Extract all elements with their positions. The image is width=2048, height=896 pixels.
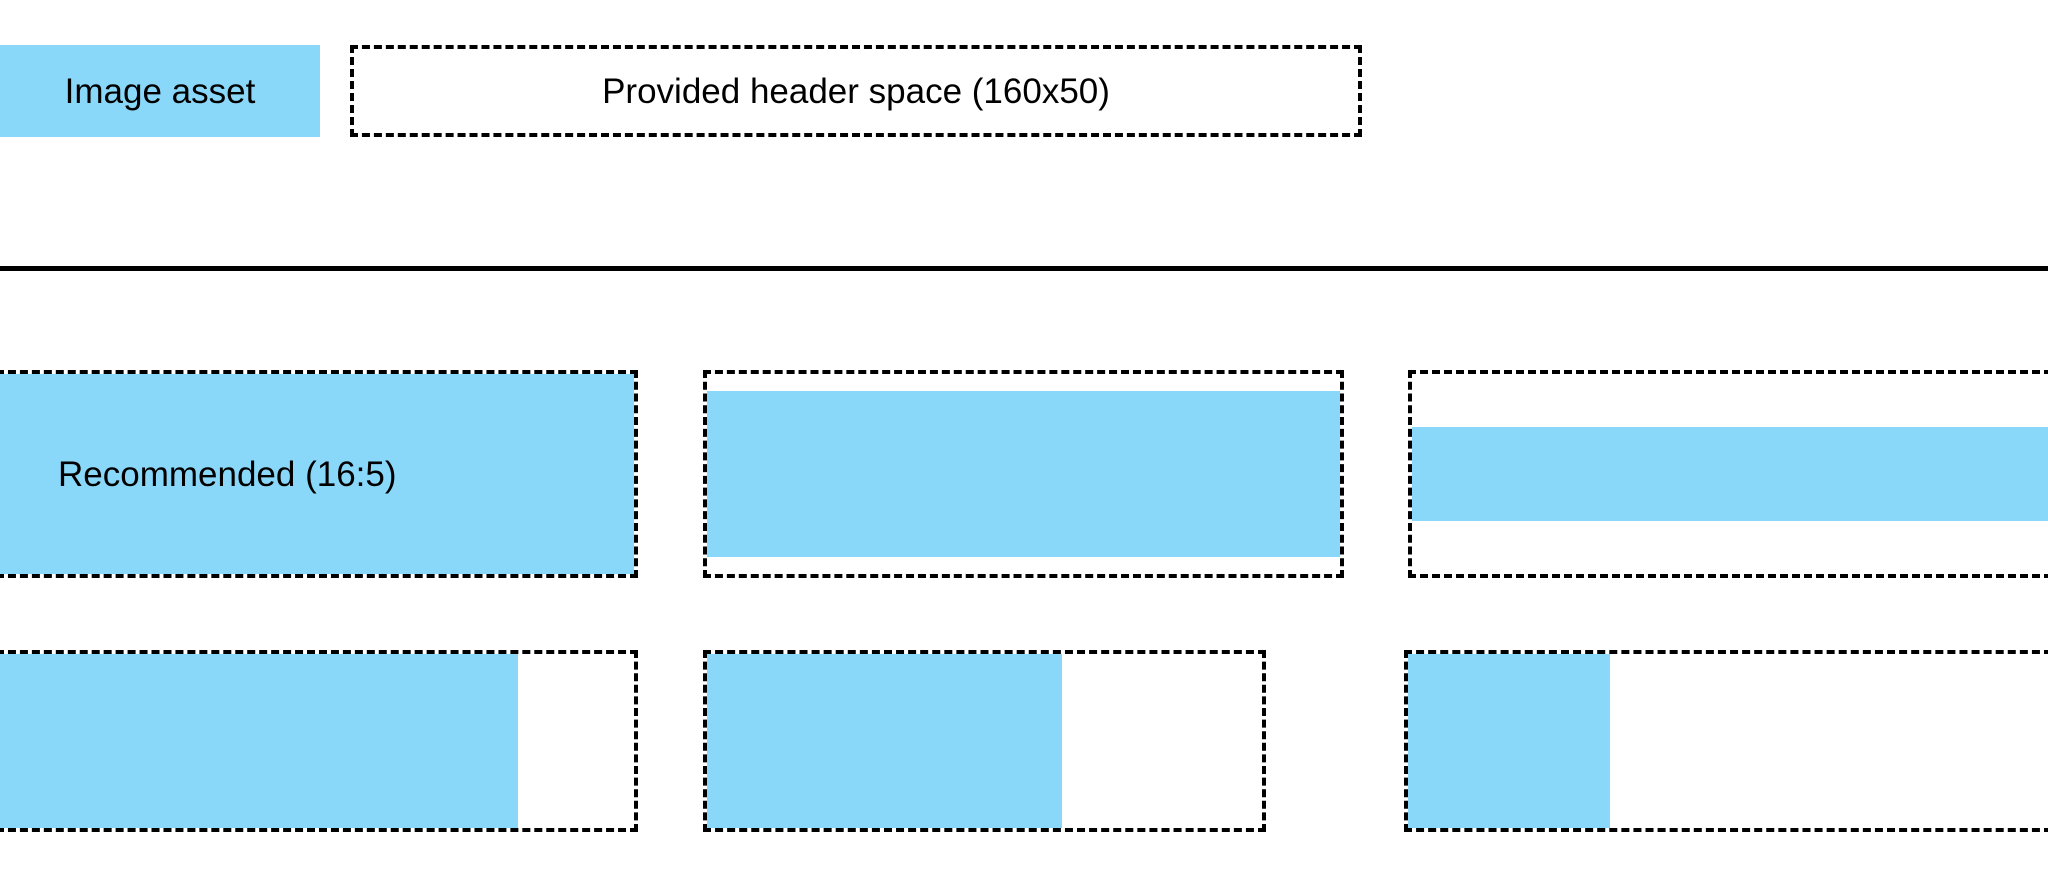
- row3-cell2-asset-fill: [707, 654, 1062, 828]
- row2-cell2-asset-fill: [707, 391, 1340, 557]
- provided-header-space-outline: [350, 45, 1362, 137]
- row3-cell1-frame-outline: [0, 650, 638, 832]
- row3-cell3-asset-fill: [1408, 654, 1610, 828]
- row3-cell3-frame-outline: [1404, 650, 2048, 832]
- row2-cell3-frame-outline: [1408, 370, 2048, 578]
- section-divider: [0, 266, 2048, 271]
- row2-cell2-frame-outline: [703, 370, 1344, 578]
- row3-cell1-asset-fill: [0, 654, 518, 828]
- image-asset-swatch: [0, 45, 320, 137]
- row2-cell1-asset-fill: [0, 374, 634, 574]
- row2-cell3-asset-fill: [1412, 427, 2048, 521]
- row3-cell2-frame-outline: [703, 650, 1266, 832]
- row2-cell1-frame-outline: [0, 370, 638, 578]
